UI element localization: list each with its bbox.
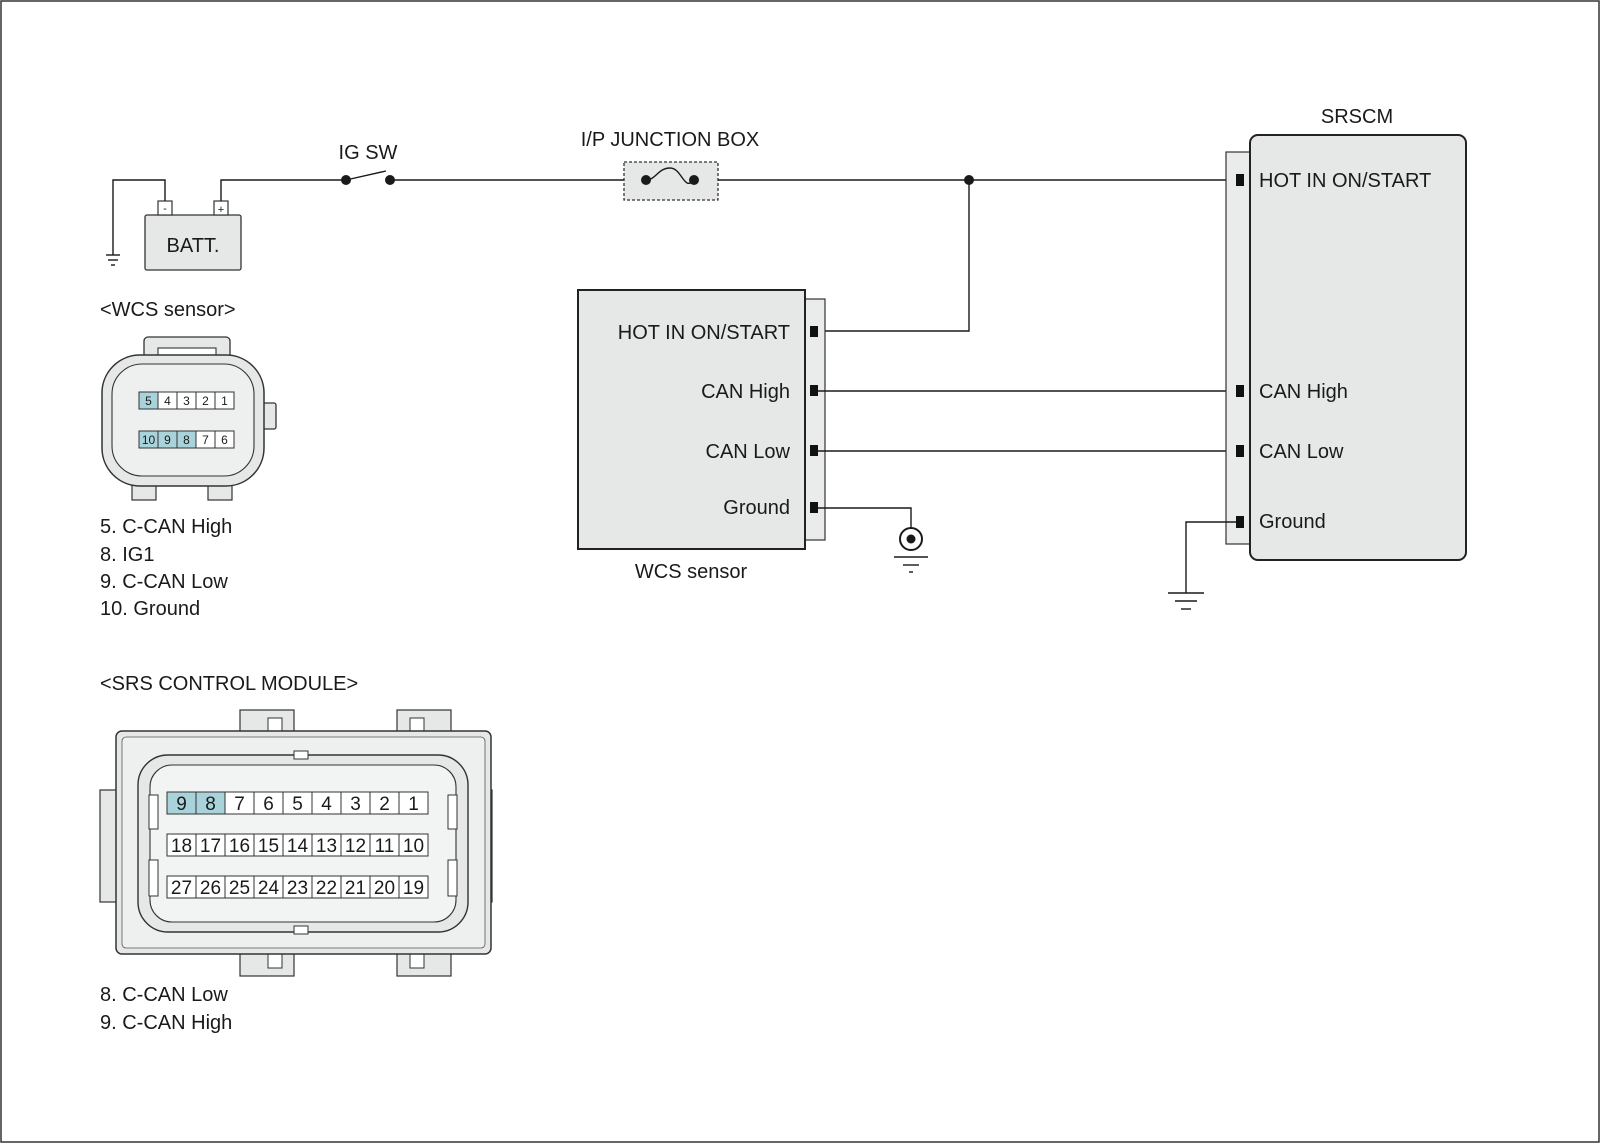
- srscm-terminal-can-high: [1236, 385, 1244, 397]
- wcs-module-title: WCS sensor: [635, 561, 748, 583]
- wcs-pin-label: 8: [183, 433, 190, 447]
- wcs-pin-label: 10: [142, 433, 156, 447]
- srs-legend-1: 8. C-CAN Low: [100, 984, 228, 1006]
- srscm-module: SRSCM HOT IN ON/START CAN High CAN Low G…: [1168, 106, 1467, 610]
- srs-pin-label: 18: [171, 836, 192, 857]
- srscm-module-title: SRSCM: [1321, 106, 1393, 128]
- srscm-pin-hot: HOT IN ON/START: [1259, 170, 1431, 192]
- srs-pin-cell: [398, 875, 429, 899]
- wcs-legend-3: 9. C-CAN Low: [100, 571, 228, 593]
- srs-pin-label: 4: [321, 794, 332, 815]
- junction-box-label: I/P JUNCTION BOX: [581, 129, 760, 151]
- srs-legend-2: 9. C-CAN High: [100, 1012, 232, 1034]
- wcs-legend-1: 5. C-CAN High: [100, 516, 232, 538]
- srscm-pin-can-low: CAN Low: [1259, 441, 1344, 463]
- srs-pin-label: 8: [205, 794, 216, 815]
- wcs-pin-label: 6: [221, 433, 228, 447]
- srscm-module-body: [1249, 134, 1467, 561]
- srs-pin-label: 13: [316, 836, 337, 857]
- srs-pin-label: 17: [200, 836, 221, 857]
- wcs-pin-label: 7: [202, 433, 209, 447]
- fuse-icon: [641, 167, 699, 185]
- wcs-terminal-ground: [810, 502, 818, 513]
- srs-pin-label: 15: [258, 836, 279, 857]
- srs-pin-label: 14: [287, 836, 309, 857]
- srs-pin-label: 23: [287, 878, 308, 899]
- wcs-module: WCS sensor HOT IN ON/START CAN High CAN …: [577, 289, 928, 583]
- wcs-pin-ground: Ground: [723, 497, 790, 519]
- srs-connector-title: <SRS CONTROL MODULE>: [100, 673, 358, 695]
- srscm-ground-wire: [1185, 521, 1236, 593]
- battery: [144, 214, 242, 271]
- wcs-pin-can-low: CAN Low: [706, 441, 791, 463]
- wcs-pin-label: 5: [145, 394, 152, 408]
- srs-pin-label: 5: [292, 794, 303, 815]
- wcs-ground-wire: [818, 507, 912, 531]
- srs-pin-label: 1: [408, 794, 419, 815]
- power-circuit: - + BATT. IG SW I/P JUNCTION BOX: [106, 129, 1236, 332]
- srscm-ground-icon: [1168, 592, 1204, 610]
- wcs-pin-cell: [214, 391, 235, 410]
- battery-positive-wire: [220, 179, 346, 201]
- wcs-legend-4: 10. Ground: [100, 598, 200, 620]
- srs-pin-label: 26: [200, 878, 221, 899]
- srs-pin-label: 16: [229, 836, 250, 857]
- ig-switch-label: IG SW: [339, 142, 398, 164]
- srscm-terminal-hot: [1236, 174, 1244, 186]
- srscm-terminal-can-low: [1236, 445, 1244, 457]
- srs-pin-label: 10: [403, 836, 424, 857]
- srs-pin-label: 9: [176, 794, 187, 815]
- srs-pin-label: 12: [345, 836, 366, 857]
- srs-pin-label: 21: [345, 878, 366, 899]
- wcs-pin-label: 4: [164, 394, 171, 408]
- wcs-connector-title: <WCS sensor>: [100, 299, 236, 321]
- srs-pin-label: 7: [234, 794, 245, 815]
- srs-pin-label: 19: [403, 878, 424, 899]
- chassis-ground-icon: [894, 527, 928, 573]
- wcs-terminal-can-high: [810, 385, 818, 396]
- battery-label: BATT.: [167, 235, 220, 257]
- srs-pin-label: 25: [229, 878, 250, 899]
- srs-pin-label: 2: [379, 794, 390, 815]
- wcs-pin-label: 2: [202, 394, 209, 408]
- wcs-pin-label: 3: [183, 394, 190, 408]
- srscm-terminal-ground: [1236, 516, 1244, 528]
- wcs-terminal-can-low: [810, 445, 818, 456]
- battery-ground-wire: [112, 179, 166, 255]
- battery-minus-label: -: [163, 203, 167, 215]
- battery-ground-icon: [106, 254, 120, 266]
- wcs-terminal-hot: [810, 326, 818, 337]
- srs-pin-label: 3: [350, 794, 361, 815]
- wcs-module-body: [577, 289, 806, 550]
- battery-plus-label: +: [218, 204, 224, 216]
- srs-pin-label: 24: [258, 878, 280, 899]
- srs-pin-label: 20: [374, 878, 395, 899]
- wcs-legend-2: 8. IG1: [100, 544, 154, 566]
- splice-to-wcs-wire: [818, 180, 970, 332]
- srs-pin-label: 11: [375, 836, 395, 857]
- ig-switch-icon: [341, 170, 395, 185]
- srs-pin-label: 6: [263, 794, 274, 815]
- srscm-pin-ground: Ground: [1259, 511, 1326, 533]
- wcs-pin-hot: HOT IN ON/START: [618, 322, 790, 344]
- srs-pin-cell: [398, 833, 429, 857]
- wcs-pin-label: 1: [221, 394, 228, 408]
- wcs-pin-label: 9: [164, 433, 171, 447]
- wcs-pin-cell: [214, 430, 235, 449]
- srs-pin-cell: [398, 791, 429, 815]
- wcs-pin-can-high: CAN High: [701, 381, 790, 403]
- srscm-pin-can-high: CAN High: [1259, 381, 1348, 403]
- srs-pin-label: 22: [316, 878, 337, 899]
- srscm-connector-strip: [1225, 151, 1251, 545]
- srs-pin-label: 27: [171, 878, 192, 899]
